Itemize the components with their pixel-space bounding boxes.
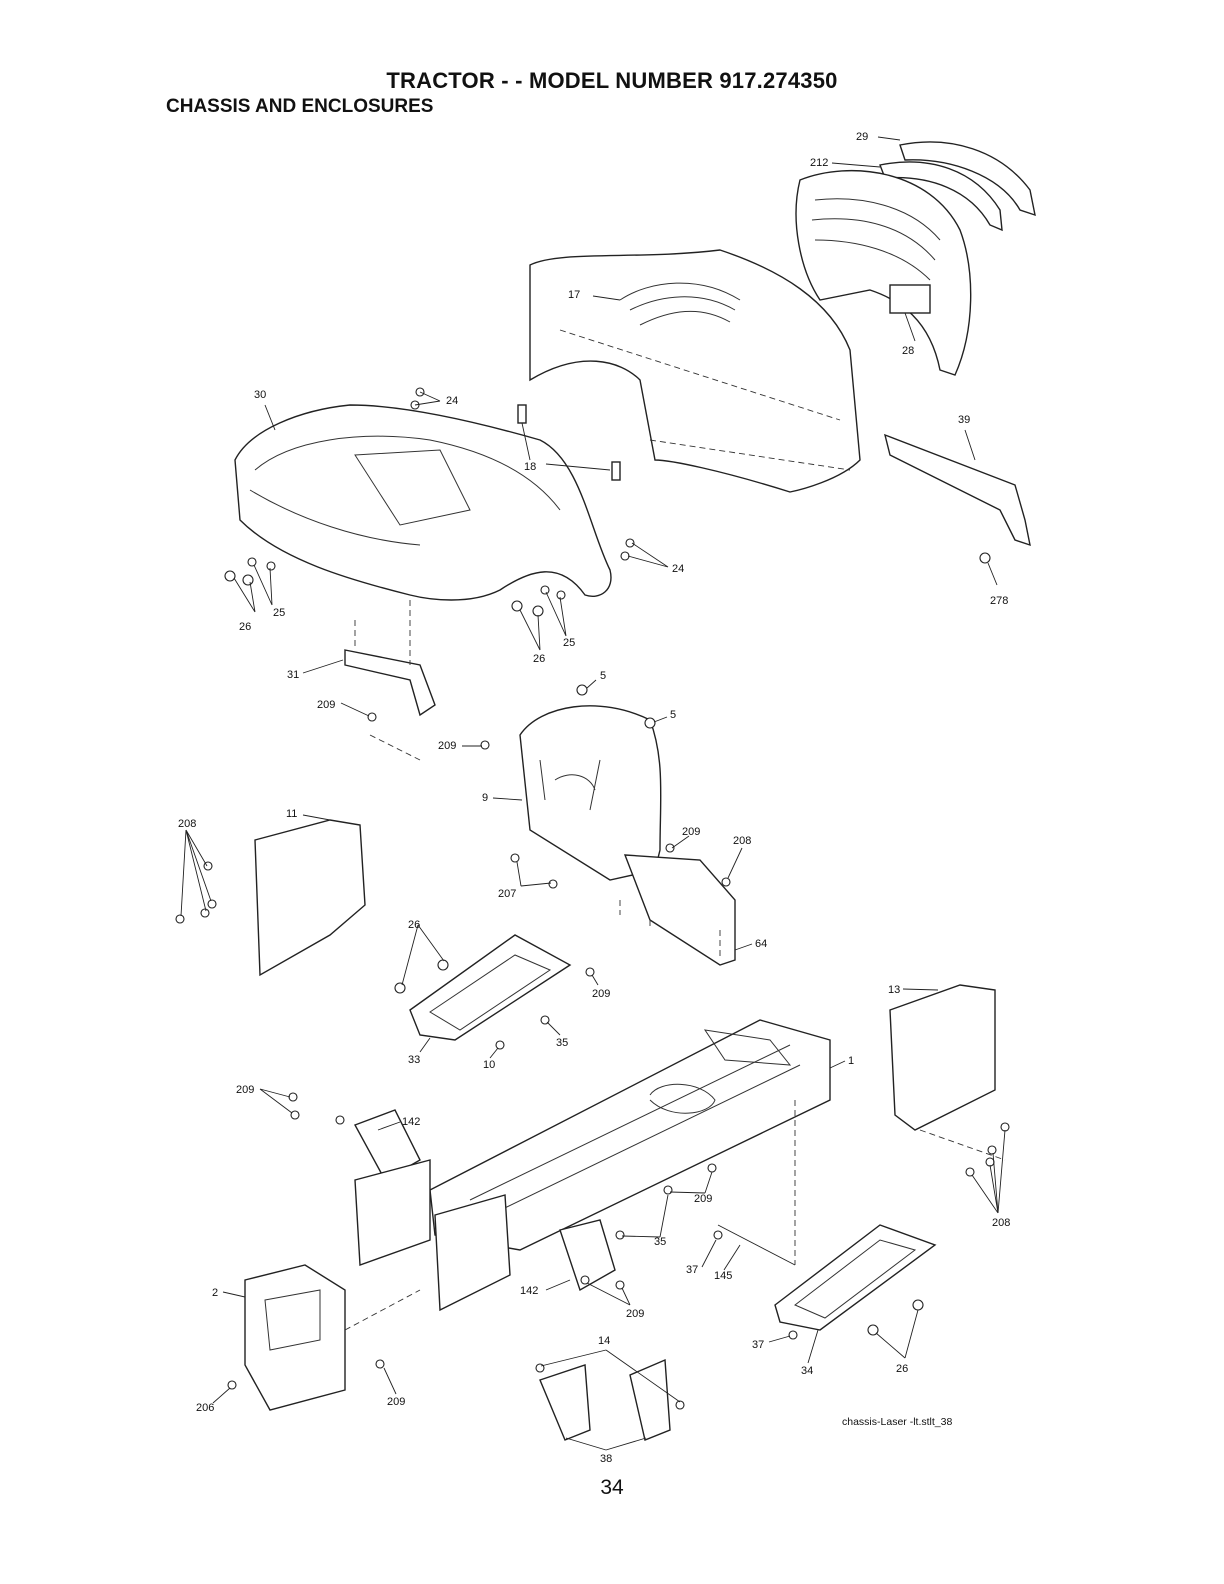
callout: 37: [686, 1264, 698, 1276]
page-number: 34: [600, 1476, 624, 1499]
callout: 11: [286, 808, 297, 820]
callout: 31: [287, 669, 299, 681]
part-bracket-39: [883, 433, 1031, 547]
callout: 145: [714, 1270, 732, 1282]
callout: 207: [498, 888, 516, 900]
callout: 208: [992, 1217, 1010, 1229]
callout: 2: [212, 1287, 218, 1299]
callout: 13: [888, 984, 900, 996]
callout: 209: [236, 1084, 254, 1096]
part-bracket-38b: [629, 1358, 671, 1441]
part-side-panel-11: [254, 819, 366, 977]
callout: 206: [196, 1402, 214, 1414]
part-plate-142b: [559, 1219, 616, 1292]
callout: 209: [592, 988, 610, 1000]
callout: 17: [568, 289, 580, 301]
part-fender-deck: [234, 404, 612, 601]
callout: 26: [896, 1363, 908, 1375]
part-front-plate: [354, 1159, 431, 1266]
callout: 30: [254, 389, 266, 401]
page-subtitle: CHASSIS AND ENCLOSURES: [166, 96, 434, 117]
callout: 5: [600, 670, 606, 682]
leader-lines: [180, 136, 1006, 1451]
callout: 26: [533, 653, 545, 665]
callout: 5: [670, 709, 676, 721]
callout: 28: [902, 345, 914, 357]
part-rod-145: [717, 1224, 796, 1266]
callout: 18: [524, 461, 536, 473]
part-footrest-34: [774, 1224, 937, 1331]
callout: 9: [482, 792, 488, 804]
part-plate-142a: [353, 1109, 421, 1181]
callout: 37: [752, 1339, 764, 1351]
part-grille-assembly: [795, 141, 1036, 376]
callout: 1: [848, 1055, 854, 1067]
part-hood-bumper-18b: [611, 461, 621, 481]
callout-labels: 29 212 17 28 30 24 18 39 278 24 25 26 26…: [178, 131, 1010, 1465]
callout: 24: [672, 563, 684, 575]
callout: 14: [598, 1335, 610, 1347]
callout: 64: [755, 938, 767, 950]
callout: 35: [556, 1037, 568, 1049]
callout: 25: [273, 607, 285, 619]
part-bracket-64: [623, 854, 736, 966]
part-main-frame: [429, 1019, 831, 1251]
callout: 33: [408, 1054, 420, 1066]
part-bracket-31: [344, 649, 436, 717]
part-hood-bumper-18a: [517, 404, 527, 424]
callout: 34: [801, 1365, 813, 1377]
part-hood: [529, 249, 861, 493]
callout: 24: [446, 395, 458, 407]
callout: 209: [694, 1193, 712, 1205]
callout: 29: [856, 131, 868, 143]
part-side-panel-13: [889, 984, 996, 1131]
callout: 209: [317, 699, 335, 711]
callout: 26: [408, 919, 420, 931]
part-bracket-38a: [539, 1364, 591, 1441]
part-dash-panel: [519, 705, 662, 881]
callout: 39: [958, 414, 970, 426]
callout: 25: [563, 637, 575, 649]
callout: 208: [178, 818, 196, 830]
callout: 212: [810, 157, 828, 169]
callout: 35: [654, 1236, 666, 1248]
callout: 26: [239, 621, 251, 633]
part-front-bracket-2: [244, 1264, 346, 1411]
callout: 209: [387, 1396, 405, 1408]
callout: 278: [990, 595, 1008, 607]
callout: 209: [682, 826, 700, 838]
drawing-reference: chassis-Laser -lt.stlt_38: [842, 1416, 953, 1428]
callout: 142: [520, 1285, 538, 1297]
callout: 208: [733, 835, 751, 847]
callout: 142: [402, 1116, 420, 1128]
page-title: TRACTOR - - MODEL NUMBER 917.274350: [386, 68, 838, 93]
callout: 38: [600, 1453, 612, 1465]
callout: 10: [483, 1059, 495, 1071]
alignment-lines: [344, 600, 1006, 1331]
callout: 209: [626, 1308, 644, 1320]
part-rear-plate: [434, 1194, 511, 1312]
callout: 209: [438, 740, 456, 752]
